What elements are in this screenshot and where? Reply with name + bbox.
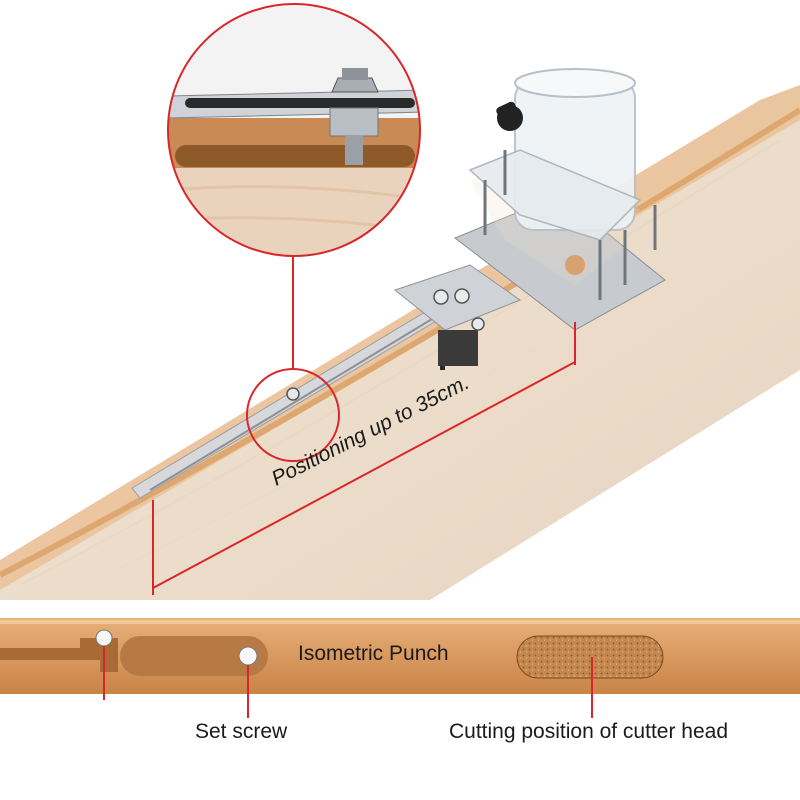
magnified-inset [167,3,421,257]
cutting-position-label: Cutting position of cutter head [449,720,729,743]
set-screw-label: Set screw [195,720,288,743]
dimension-lines [152,322,576,595]
focus-circle [246,256,340,462]
trimmer-router [454,68,666,331]
label-pointers [103,646,593,718]
isometric-punch-label: Isometric Punch [298,642,449,665]
clamp-bracket [393,264,522,370]
punch-strip [0,618,800,694]
